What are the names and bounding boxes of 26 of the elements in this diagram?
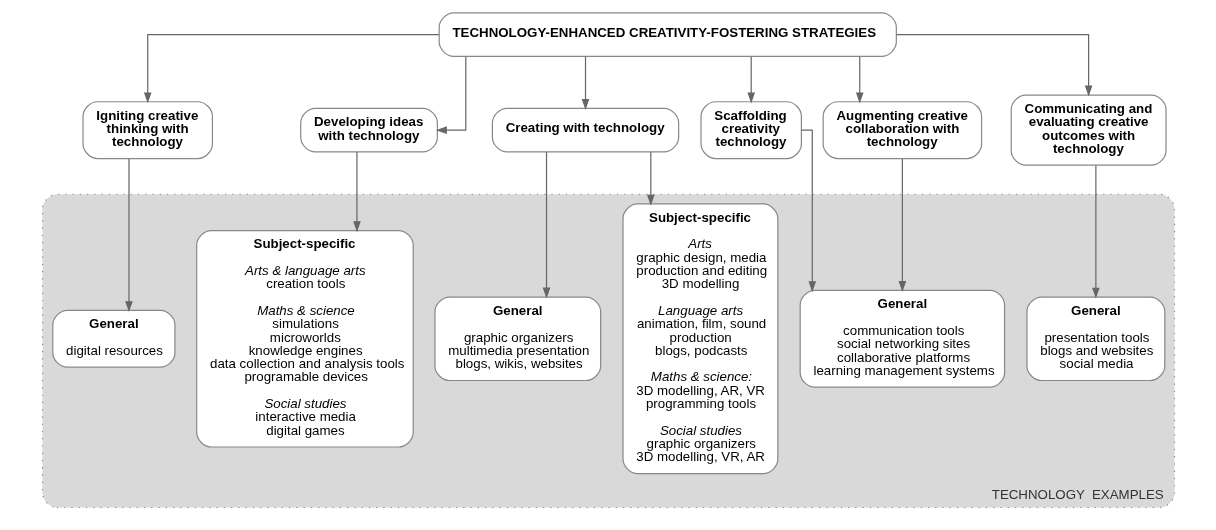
arrow: [542, 151, 550, 299]
arrow: [581, 56, 589, 110]
arrow: [855, 56, 864, 104]
arrow: [435, 56, 466, 134]
node-box: General digital resources: [51, 309, 176, 368]
arrow: [895, 34, 1092, 97]
node-box: Igniting creative thinking with technology: [81, 101, 213, 160]
arrow: [124, 158, 133, 313]
arrow: [1091, 164, 1100, 299]
node-box: Subject-specific Arts & language arts creation tools Maths & science simulations microworlds knowledge engines data collection and analysis tools programable devices Social studies interactive media digital games: [195, 229, 414, 448]
node-box: TECHNOLOGY-ENHANCED CREATIVITY-FOSTERING STRATEGIES: [438, 12, 897, 57]
arrow: [800, 129, 816, 293]
arrow: [746, 56, 755, 104]
node-box: Augmenting creative collaboration with technology: [822, 101, 982, 160]
arrow: [646, 151, 655, 206]
node-box: Creating with technology: [491, 107, 679, 153]
node-box: General graphic organizers multimedia presentation blogs, wikis, websites: [433, 296, 601, 382]
node-box: Communicating and evaluating creative outcomes with technology: [1010, 94, 1167, 166]
node-box: Subject-specific Arts graphic design, media production and editing 3D modelling Language arts animation, film, sound production blogs, podcasts Maths & science: 3D modelling, AR, VR programming tools Social studies graphic organizers 3D modelling, VR, AR: [621, 203, 778, 475]
node-box: General communication tools social networking sites collaborative platforms learning management systems: [799, 289, 1005, 388]
arrow: [352, 151, 361, 233]
arrow: [143, 34, 439, 104]
node-box: General presentation tools blogs and websites social media: [1025, 296, 1165, 382]
node-box: Developing ideas with technology: [299, 107, 438, 153]
node-box: Scaffolding creativity technology: [699, 101, 802, 160]
arrow: [898, 158, 906, 292]
